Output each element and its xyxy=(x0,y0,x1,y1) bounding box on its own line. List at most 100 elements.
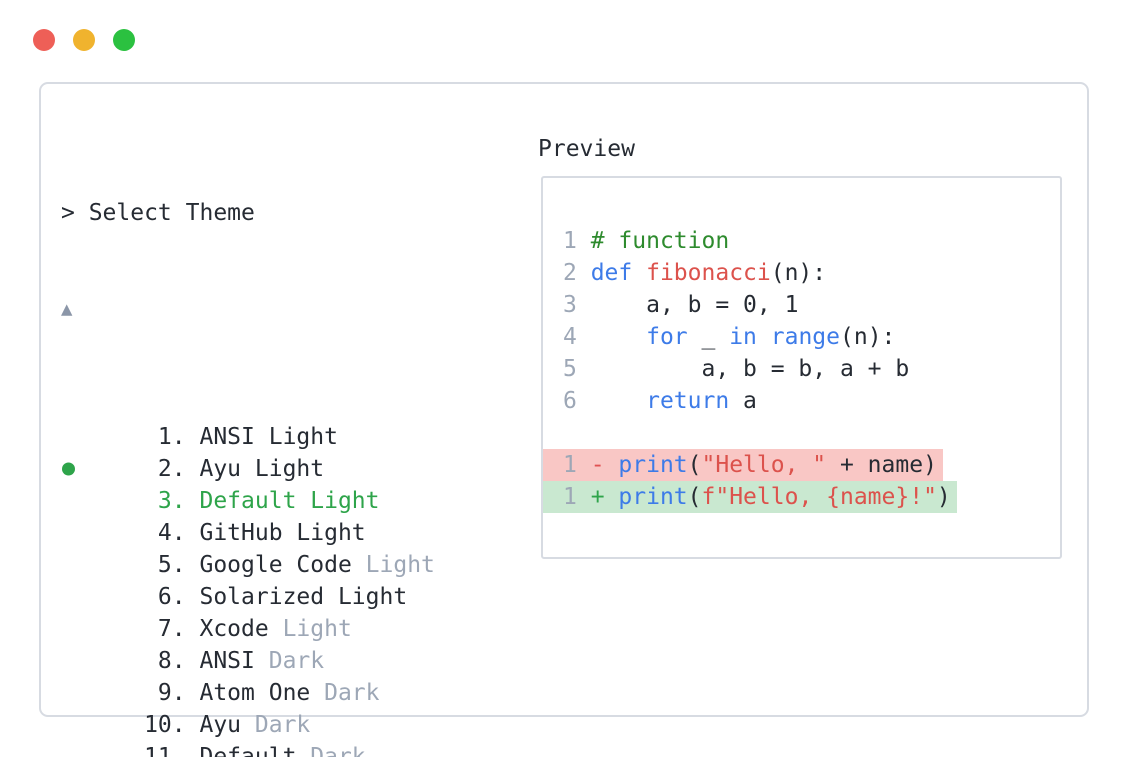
code-line xyxy=(543,417,1060,449)
code-text: + print(f"Hello, {name}!") xyxy=(591,484,951,510)
line-number: 1 xyxy=(563,452,591,478)
token-plain: ( xyxy=(687,452,702,478)
theme-list: 1. ANSI Light 2. Ayu Light 3. Default Li… xyxy=(61,389,878,757)
theme-item-xcode-light[interactable]: 7. Xcode Light xyxy=(61,581,878,642)
scroll-up-icon: ▲ xyxy=(61,298,73,320)
theme-item-variant: Light xyxy=(268,616,352,642)
theme-item-google-code-light[interactable]: 5. Google Code Light xyxy=(61,517,878,578)
theme-item-label: ANSI Light xyxy=(199,424,338,450)
token-string: f"Hello, {name}!" xyxy=(701,484,937,510)
theme-item-label: Default Light xyxy=(199,488,380,514)
token-plain: _ xyxy=(687,324,730,350)
theme-item-number: 10. xyxy=(116,712,200,738)
token-keyword: range xyxy=(770,324,840,350)
theme-item-label: Google Code xyxy=(199,552,352,578)
theme-item-number: 6. xyxy=(116,584,200,610)
line-number: 1 xyxy=(563,484,591,510)
line-number: 3 xyxy=(563,292,591,318)
theme-item-dracula-dark[interactable]: 12. Dracula Dark xyxy=(61,741,878,757)
line-number: 2 xyxy=(563,260,591,286)
code-line: 1 # function xyxy=(543,225,1060,257)
theme-item-default-dark[interactable]: 11. Default Dark xyxy=(61,709,878,757)
theme-selector-panel: > Select Theme ▲ 1. ANSI Light 2. Ayu Li… xyxy=(39,82,1089,757)
code-text: # function xyxy=(591,228,729,254)
theme-item-label: Default xyxy=(199,744,297,757)
token-plain xyxy=(632,260,646,286)
line-number: 4 xyxy=(563,324,591,350)
theme-item-ansi-light[interactable]: 1. ANSI Light xyxy=(61,389,878,450)
token-function: fibonacci xyxy=(646,260,771,286)
select-theme-prompt: > Select Theme xyxy=(61,200,255,226)
theme-item-label: ANSI xyxy=(199,648,255,674)
line-number: 1 xyxy=(563,228,591,254)
theme-item-variant: Dark xyxy=(296,744,366,757)
code-text: for _ in range(n): xyxy=(591,324,896,350)
code-text: - print("Hello, " + name) xyxy=(591,452,937,478)
theme-item-number: 9. xyxy=(116,680,200,706)
close-button[interactable] xyxy=(33,29,55,51)
theme-item-ayu-light[interactable]: 2. Ayu Light xyxy=(61,421,878,482)
token-plain: (n): xyxy=(840,324,896,350)
theme-item-number: 1. xyxy=(116,424,200,450)
token-plain xyxy=(757,324,771,350)
token-plain: ( xyxy=(687,484,702,510)
theme-item-github-light[interactable]: 4. GitHub Light xyxy=(61,485,878,546)
theme-item-default-light[interactable]: 3. Default Light xyxy=(61,453,878,514)
token-plain xyxy=(591,388,646,414)
theme-item-ansi-dark[interactable]: 8. ANSI Dark xyxy=(61,613,878,674)
theme-selector: > Select Theme ▲ 1. ANSI Light 2. Ayu Li… xyxy=(61,133,878,757)
theme-item-number: 2. xyxy=(116,456,200,482)
maximize-button[interactable] xyxy=(113,29,135,51)
theme-item-label: Xcode xyxy=(199,616,269,642)
token-plain: (n): xyxy=(770,260,827,286)
code-text: return a xyxy=(591,388,757,414)
window-controls xyxy=(33,29,135,51)
code-line-removed: 1 - print("Hello, " + name) xyxy=(543,449,943,481)
theme-item-variant: Dark xyxy=(241,712,311,738)
selected-indicator-dot xyxy=(62,462,75,476)
theme-item-number: 4. xyxy=(116,520,200,546)
theme-item-variant: Light xyxy=(351,552,435,578)
token-comment: # function xyxy=(590,228,730,254)
theme-item-number: 8. xyxy=(116,648,200,674)
code-line: 5 a, b = b, a + b xyxy=(543,353,1060,385)
theme-item-atom-one-dark[interactable]: 9. Atom One Dark xyxy=(61,645,878,706)
theme-item-label: Solarized Light xyxy=(199,584,408,610)
token-string: "Hello, " xyxy=(701,452,827,478)
code-text: a, b = 0, 1 xyxy=(591,292,798,318)
token-diff-minus: - xyxy=(590,452,619,478)
code-text: a, b = b, a + b xyxy=(590,356,910,382)
token-keyword: return xyxy=(646,388,730,414)
token-plain: ) xyxy=(936,484,951,510)
token-plain: + name) xyxy=(826,452,937,478)
theme-item-variant: Dark xyxy=(254,648,325,674)
code-line-added: 1 + print(f"Hello, {name}!") xyxy=(543,481,957,513)
theme-item-label: Ayu xyxy=(199,712,242,738)
theme-item-label: GitHub Light xyxy=(199,520,366,546)
theme-item-solarized-light[interactable]: 6. Solarized Light xyxy=(61,549,878,610)
code-line: 4 for _ in range(n): xyxy=(543,321,1060,353)
code-line: 6 return a xyxy=(543,385,1060,417)
token-diff-plus: + xyxy=(590,484,619,510)
theme-item-number: 3. xyxy=(116,488,200,514)
theme-item-number: 11. xyxy=(116,744,200,757)
token-plain: a xyxy=(729,388,757,414)
theme-item-label: Atom One xyxy=(199,680,311,706)
theme-item-ayu-dark[interactable]: 10. Ayu Dark xyxy=(61,677,878,738)
token-keyword: print xyxy=(618,484,688,510)
token-keyword: def xyxy=(590,260,633,286)
token-keyword: print xyxy=(618,452,688,478)
code-line: 2 def fibonacci(n): xyxy=(543,257,1060,289)
token-plain: a, b = b, a + b xyxy=(590,356,910,382)
line-number: 5 xyxy=(563,356,591,382)
token-keyword: in xyxy=(729,324,757,350)
code-line: 3 a, b = 0, 1 xyxy=(543,289,1060,321)
minimize-button[interactable] xyxy=(73,29,95,51)
token-plain xyxy=(591,324,646,350)
theme-item-variant: Dark xyxy=(310,680,380,706)
preview-title: Preview xyxy=(538,136,635,162)
theme-item-number: 7. xyxy=(116,616,200,642)
token-keyword: for xyxy=(646,324,688,350)
